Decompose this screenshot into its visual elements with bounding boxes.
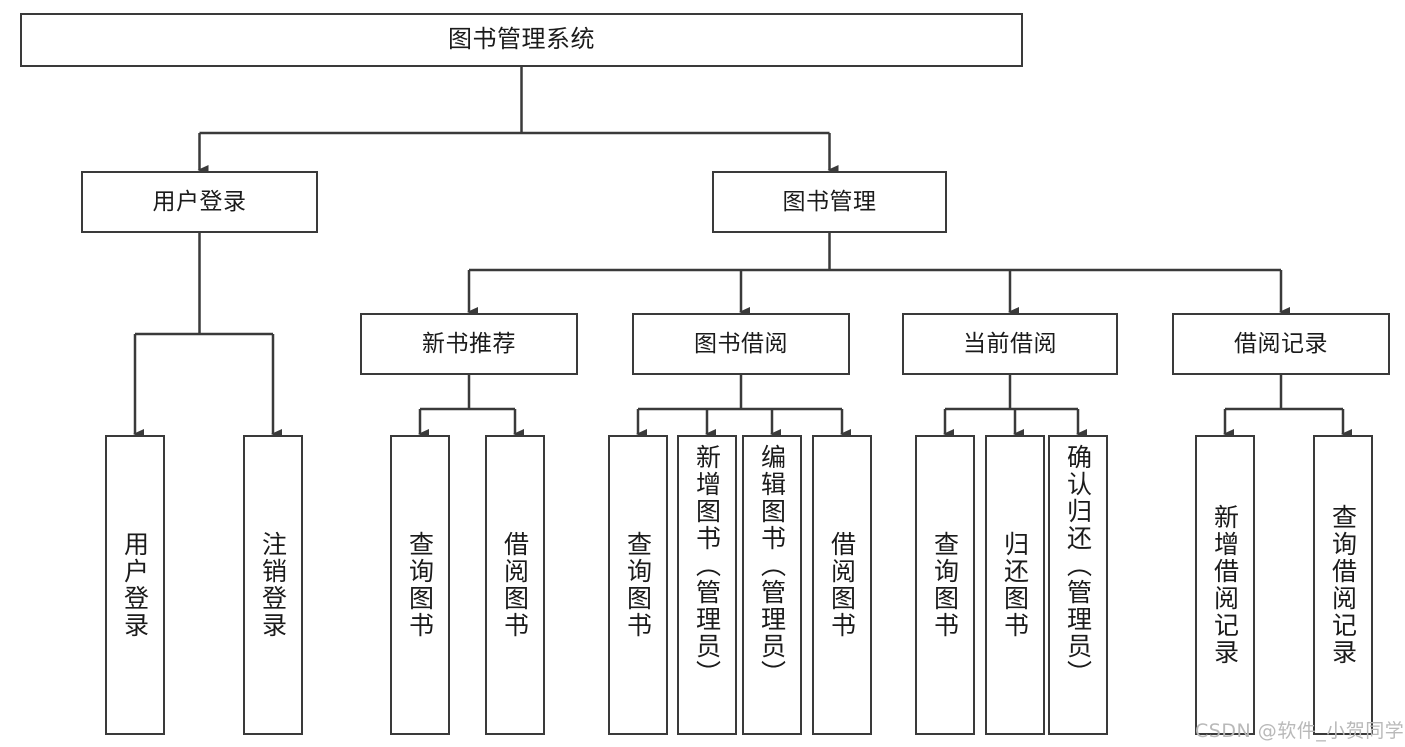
node-leaf-return-book[interactable]: 归还图书 (985, 435, 1045, 735)
node-leaf-edit-book[interactable]: 编辑图书（管理员） (742, 435, 802, 735)
node-leaf-add-record[interactable]: 新增借阅记录 (1195, 435, 1255, 735)
node-leaf-logout[interactable]: 注销登录 (243, 435, 303, 735)
node-user-login[interactable]: 用户登录 (81, 171, 318, 233)
node-label: 新增图书（管理员） (692, 444, 722, 687)
node-label: 查询图书 (405, 531, 435, 639)
node-label: 借阅图书 (500, 531, 530, 639)
node-leaf-query-book-1[interactable]: 查询图书 (390, 435, 450, 735)
node-label: 当前借阅 (963, 330, 1057, 357)
node-new-book-rec[interactable]: 新书推荐 (360, 313, 578, 375)
node-borrow-record[interactable]: 借阅记录 (1172, 313, 1390, 375)
node-leaf-query-book-2[interactable]: 查询图书 (608, 435, 668, 735)
node-label: 新书推荐 (422, 330, 516, 357)
node-label: 图书管理 (782, 188, 877, 215)
node-label: 借阅记录 (1234, 330, 1328, 357)
node-book-manage[interactable]: 图书管理 (712, 171, 947, 233)
node-leaf-add-book[interactable]: 新增图书（管理员） (677, 435, 737, 735)
node-book-borrow[interactable]: 图书借阅 (632, 313, 850, 375)
node-label: 编辑图书（管理员） (757, 444, 787, 687)
node-label: 新增借阅记录 (1210, 504, 1240, 666)
node-label: 确认归还（管理员） (1063, 444, 1093, 687)
node-label: 用户登录 (120, 531, 150, 639)
node-label: 查询图书 (623, 531, 653, 639)
node-leaf-borrow-book-1[interactable]: 借阅图书 (485, 435, 545, 735)
node-leaf-user-login[interactable]: 用户登录 (105, 435, 165, 735)
node-label: 注销登录 (258, 531, 288, 639)
node-leaf-query-record[interactable]: 查询借阅记录 (1313, 435, 1373, 735)
node-label: 用户登录 (152, 188, 247, 215)
node-leaf-borrow-book-2[interactable]: 借阅图书 (812, 435, 872, 735)
node-root[interactable]: 图书管理系统 (20, 13, 1023, 67)
node-label: 归还图书 (1000, 531, 1030, 639)
node-leaf-confirm-return[interactable]: 确认归还（管理员） (1048, 435, 1108, 735)
node-label: 图书管理系统 (448, 25, 595, 54)
node-label: 图书借阅 (694, 330, 788, 357)
node-label: 查询图书 (930, 531, 960, 639)
node-label: 查询借阅记录 (1328, 504, 1358, 666)
node-leaf-query-book-3[interactable]: 查询图书 (915, 435, 975, 735)
node-current-borrow[interactable]: 当前借阅 (902, 313, 1118, 375)
node-label: 借阅图书 (827, 531, 857, 639)
